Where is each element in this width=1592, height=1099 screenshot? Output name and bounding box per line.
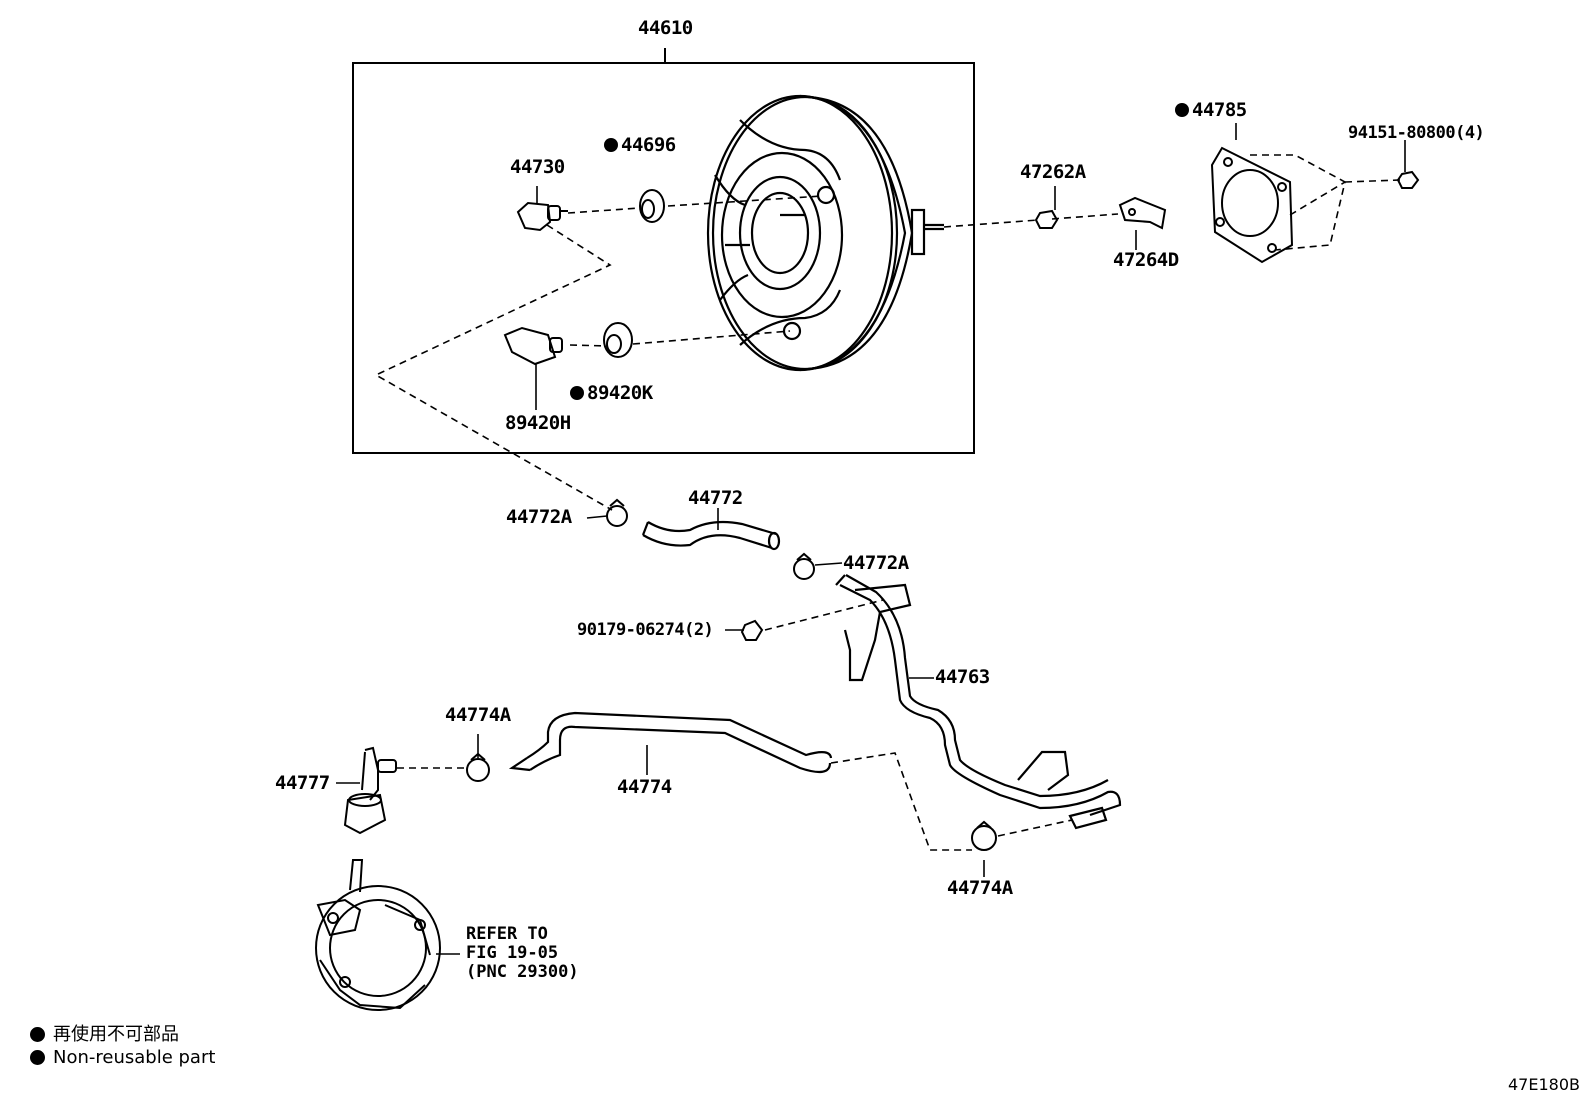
label-44774: 44774 bbox=[617, 776, 672, 798]
part-44730 bbox=[516, 201, 568, 232]
leaders bbox=[336, 123, 1406, 955]
non-reusable-dot-icon bbox=[30, 1050, 45, 1065]
label-44785: 44785 bbox=[1175, 100, 1247, 120]
refer-line-1: REFER TO bbox=[466, 924, 548, 944]
label-44774A-bottom: 44774A bbox=[947, 877, 1013, 899]
label-44772A-right: 44772A bbox=[843, 552, 909, 574]
non-reusable-dot-icon bbox=[604, 138, 618, 152]
legend-jp: 再使用不可部品 bbox=[30, 1020, 179, 1046]
clamp-44774A-bottom bbox=[971, 820, 997, 851]
bolt-90179 bbox=[740, 619, 764, 641]
label-89420K: 89420K bbox=[570, 383, 653, 403]
diagram-code: 47E180B bbox=[1508, 1075, 1580, 1094]
label-44730: 44730 bbox=[510, 156, 565, 178]
label-44610: 44610 bbox=[638, 17, 693, 39]
refer-note: REFER TO FIG 19-05 (PNC 29300) bbox=[466, 925, 579, 982]
legend-en-text: Non-reusable part bbox=[53, 1047, 216, 1068]
label-44774A-top: 44774A bbox=[445, 704, 511, 726]
nut-94151 bbox=[1396, 170, 1420, 189]
label-47264D: 47264D bbox=[1113, 249, 1179, 271]
label-44772A-left: 44772A bbox=[506, 506, 572, 528]
hose-44772 bbox=[641, 520, 781, 551]
clamp-44772A-right bbox=[793, 552, 815, 580]
label-47262A: 47262A bbox=[1020, 161, 1086, 183]
check-valve-44777 bbox=[343, 746, 397, 835]
clamp-44774A-top bbox=[466, 752, 490, 782]
gasket-44785 bbox=[1210, 146, 1294, 264]
non-reusable-dot-icon bbox=[1175, 103, 1189, 117]
grommet-44696 bbox=[639, 189, 665, 223]
label-90179: 90179-06274(2) bbox=[577, 620, 714, 640]
label-94151: 94151-80800(4) bbox=[1348, 123, 1485, 143]
clevis-47264D bbox=[1118, 196, 1167, 230]
label-44772: 44772 bbox=[688, 487, 743, 509]
vacuum-pump bbox=[315, 859, 441, 1011]
grommet-89420K bbox=[603, 322, 633, 358]
pipe-44763 bbox=[835, 574, 1122, 830]
part-89420H bbox=[503, 326, 563, 366]
label-44777: 44777 bbox=[275, 772, 330, 794]
non-reusable-dot-icon bbox=[570, 386, 584, 400]
nut-47262A bbox=[1034, 209, 1059, 229]
non-reusable-dot-icon bbox=[30, 1027, 45, 1042]
label-44763: 44763 bbox=[935, 666, 990, 688]
dashed-guides bbox=[374, 154, 1401, 851]
legend-en: Non-reusable part bbox=[30, 1047, 215, 1068]
label-89420H: 89420H bbox=[505, 412, 571, 434]
refer-line-2: FIG 19-05 bbox=[466, 943, 559, 963]
refer-line-3: (PNC 29300) bbox=[466, 962, 579, 982]
brake-booster bbox=[706, 94, 944, 372]
clamp-44772A-left bbox=[606, 498, 628, 527]
label-44696: 44696 bbox=[604, 135, 676, 155]
hose-44774 bbox=[508, 711, 833, 774]
legend-jp-text: 再使用不可部品 bbox=[53, 1024, 179, 1045]
assembly-frame bbox=[352, 62, 975, 454]
